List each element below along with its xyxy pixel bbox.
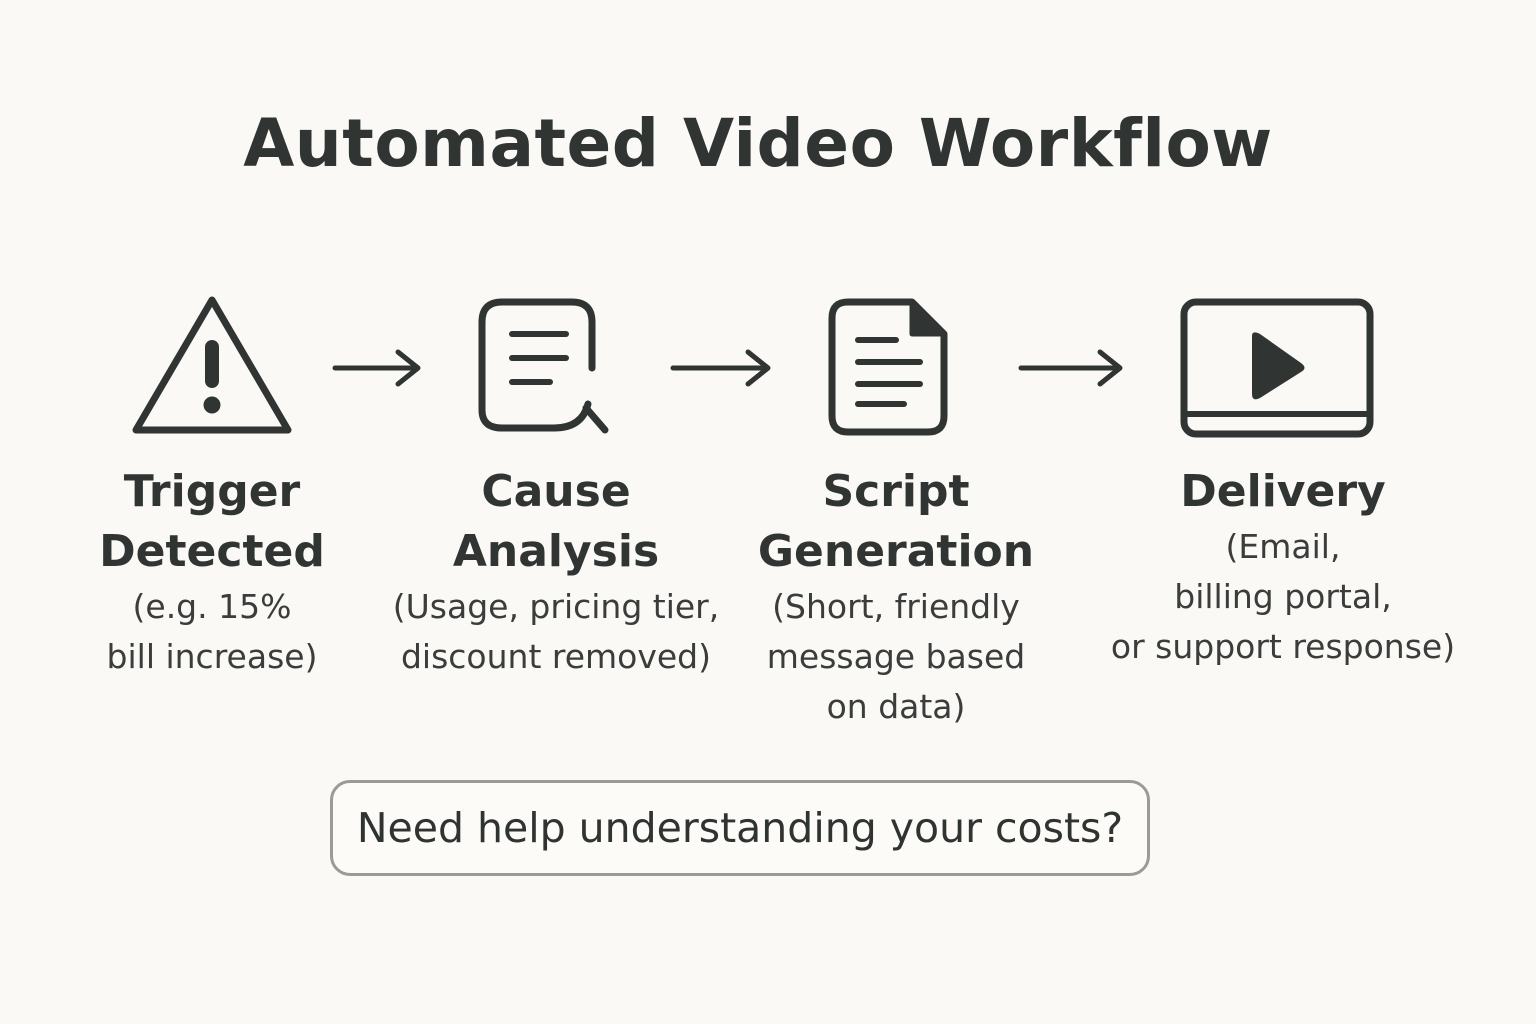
step-title: Delivery xyxy=(1180,466,1386,517)
step-trigger-detected: Trigger Detected (e.g. 15% bill increase… xyxy=(62,462,362,682)
warning-icon xyxy=(132,296,292,434)
flow-arrow-2 xyxy=(670,349,771,387)
flow-arrow-1 xyxy=(332,349,421,387)
flow-arrow-3 xyxy=(1018,349,1123,387)
script-document-icon xyxy=(828,298,948,436)
help-costs-button[interactable]: Need help understanding your costs? xyxy=(330,780,1150,876)
step-title: Trigger Detected xyxy=(99,466,325,577)
step-description: (Email, billing portal, or support respo… xyxy=(1110,527,1456,666)
step-description: (Usage, pricing tier, discount removed) xyxy=(392,587,720,676)
step-cause-analysis: Cause Analysis (Usage, pricing tier, dis… xyxy=(386,462,726,682)
step-title: Script Generation xyxy=(757,466,1035,577)
step-script-generation: Script Generation (Short, friendly messa… xyxy=(738,462,1054,732)
document-search-icon xyxy=(478,298,609,434)
step-description: (e.g. 15% bill increase) xyxy=(106,587,318,676)
step-title: Cause Analysis xyxy=(452,466,660,577)
page-title: Automated Video Workflow xyxy=(243,105,1273,182)
step-delivery: Delivery (Email, billing portal, or supp… xyxy=(1098,462,1468,672)
step-description: (Short, friendly message based on data) xyxy=(766,587,1026,726)
video-play-icon xyxy=(1180,298,1374,438)
